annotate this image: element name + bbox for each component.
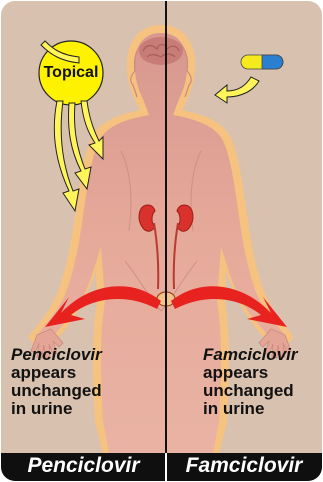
caption-right-drug: Famciclovir — [203, 346, 321, 364]
pill-icon — [241, 55, 283, 69]
caption-right-line2: unchanged — [203, 382, 321, 400]
caption-left-drug: Penciclovir — [11, 346, 161, 364]
caption-left: Penciclovir appears unchanged in urine — [11, 346, 161, 418]
brain — [139, 37, 183, 65]
topical-label: Topical — [39, 64, 103, 82]
caption-left-line1: appears — [11, 364, 161, 382]
caption-right-line1: appears — [203, 364, 321, 382]
caption-left-line2: unchanged — [11, 382, 161, 400]
bottom-label-left: Penciclovir — [1, 452, 166, 480]
caption-right-line3: in urine — [203, 400, 321, 418]
bottom-label-right: Famciclovir — [166, 452, 322, 480]
caption-right: Famciclovir appears unchanged in urine — [203, 346, 321, 418]
caption-left-line3: in urine — [11, 400, 161, 418]
